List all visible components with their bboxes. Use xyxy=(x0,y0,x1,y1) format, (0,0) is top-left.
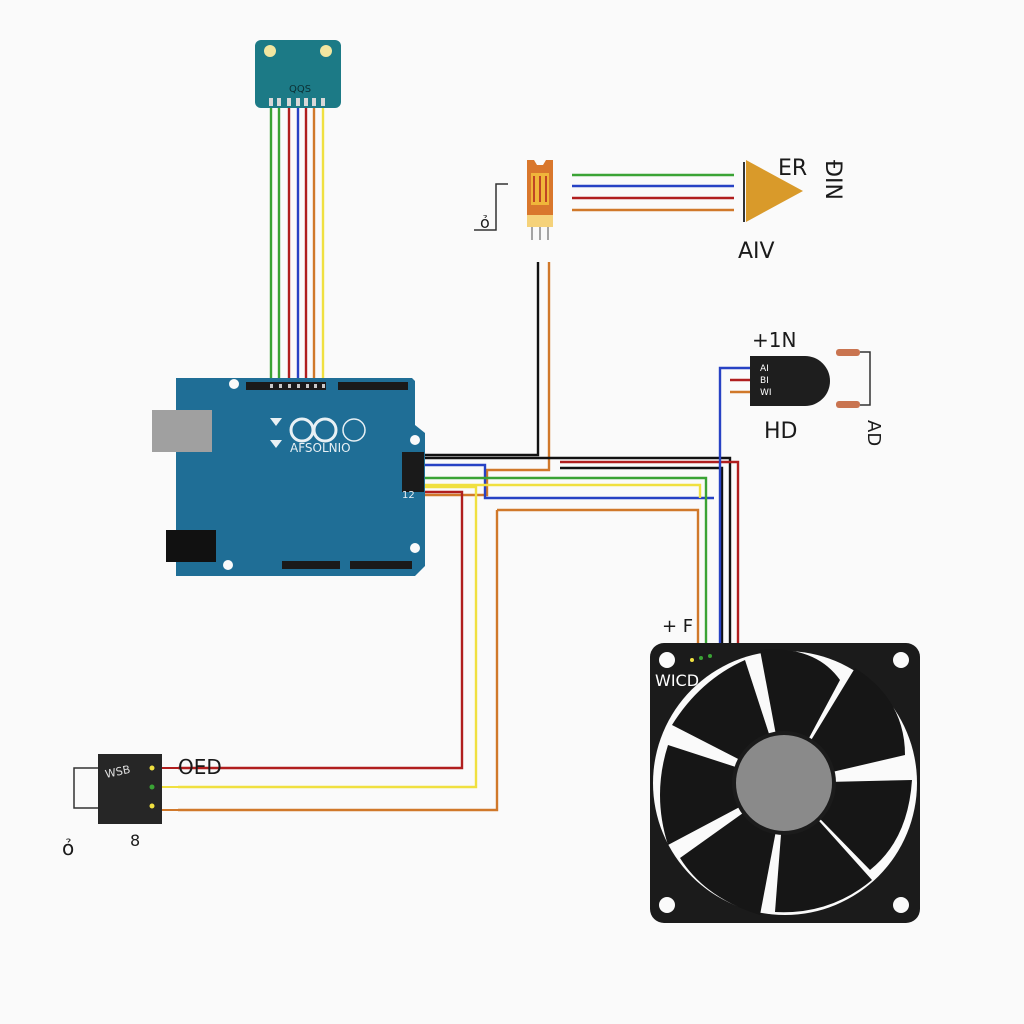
arduino-logo-ring xyxy=(342,418,366,442)
buzzer-name-a: ER xyxy=(778,156,807,181)
header-bottom xyxy=(282,561,412,569)
power-jack-icon xyxy=(166,530,216,562)
arduino-logo-ring xyxy=(312,417,338,443)
sensor-module-label: QQS xyxy=(289,84,311,95)
arduino-board[interactable]: AFSOLNIO 12 xyxy=(152,378,425,576)
wire-heater-orange-down xyxy=(425,262,551,497)
header-top xyxy=(246,382,408,390)
wire-fan-red xyxy=(560,460,740,645)
fan-led xyxy=(708,654,712,658)
wire-fan-black xyxy=(425,456,732,645)
mount-hole xyxy=(264,45,276,57)
fan-plus-label: + F xyxy=(662,616,693,637)
fan-led xyxy=(690,658,694,662)
transistor-title: +1N xyxy=(752,328,796,352)
heater-component[interactable]: ỏ xyxy=(474,160,567,240)
transistor-pin-3: WI xyxy=(760,388,772,398)
mount-hole xyxy=(893,652,909,668)
transistor-pin-1: AI xyxy=(760,364,769,374)
transistor-caption: HD xyxy=(764,419,797,444)
wire-fan-blue xyxy=(425,463,714,500)
relay-pin xyxy=(149,784,155,790)
mount-hole xyxy=(223,560,233,570)
header-top-pins xyxy=(270,384,325,388)
transistor-component[interactable]: +1N AI BI WI HD AD xyxy=(750,328,884,446)
wire-fan-orange xyxy=(497,508,700,645)
cooling-fan-icon[interactable]: + F WICD xyxy=(650,616,920,923)
wire-heater-black xyxy=(425,262,540,457)
relay-side-label: ỏ xyxy=(62,836,74,860)
relay-pin xyxy=(149,803,155,809)
usb-port-icon xyxy=(152,410,212,452)
heater-bracket xyxy=(474,183,508,231)
buzzer-name-b: ÐIN xyxy=(820,160,845,200)
mount-hole xyxy=(320,45,332,57)
mount-hole xyxy=(410,435,420,445)
relay-caption: 8 xyxy=(130,831,140,850)
header-right xyxy=(402,452,424,492)
fan-name: WICD xyxy=(655,671,699,690)
mount-hole xyxy=(893,897,909,913)
mount-hole xyxy=(410,543,420,553)
wire-fan-yellow xyxy=(425,483,702,498)
mount-hole xyxy=(659,652,675,668)
wire-transistor-blue xyxy=(718,366,750,645)
transistor-pin-2: BI xyxy=(760,376,769,386)
wire-relay-orange xyxy=(178,510,499,812)
sensor-module[interactable]: QQS xyxy=(255,40,341,108)
wires xyxy=(178,106,750,812)
heater-side-label: ỏ xyxy=(480,213,490,232)
buzzer-component[interactable]: ER ÐIN AIV xyxy=(738,156,845,264)
transistor-side-label: AD xyxy=(863,420,884,446)
arduino-pin-label: 12 xyxy=(402,490,415,501)
buzzer-caption: AIV xyxy=(738,239,775,264)
fan-blades xyxy=(660,649,912,915)
mount-hole xyxy=(229,379,239,389)
relay-module[interactable]: WSB OED 8 ỏ xyxy=(62,754,222,860)
wire-relay-red xyxy=(178,490,464,770)
relay-pin xyxy=(149,765,155,771)
sensor-pins xyxy=(269,98,325,106)
relay-header: OED xyxy=(178,755,222,779)
arduino-name: AFSOLNIO xyxy=(290,441,351,455)
fan-led xyxy=(699,656,703,660)
wire-relay-yellow xyxy=(178,485,478,789)
relay-name: WSB xyxy=(104,763,132,781)
wire-fan-green xyxy=(425,476,708,645)
fan-hub xyxy=(732,731,836,835)
mount-hole xyxy=(659,897,675,913)
wire-fan-black-2 xyxy=(560,466,724,645)
resistor xyxy=(836,349,871,408)
